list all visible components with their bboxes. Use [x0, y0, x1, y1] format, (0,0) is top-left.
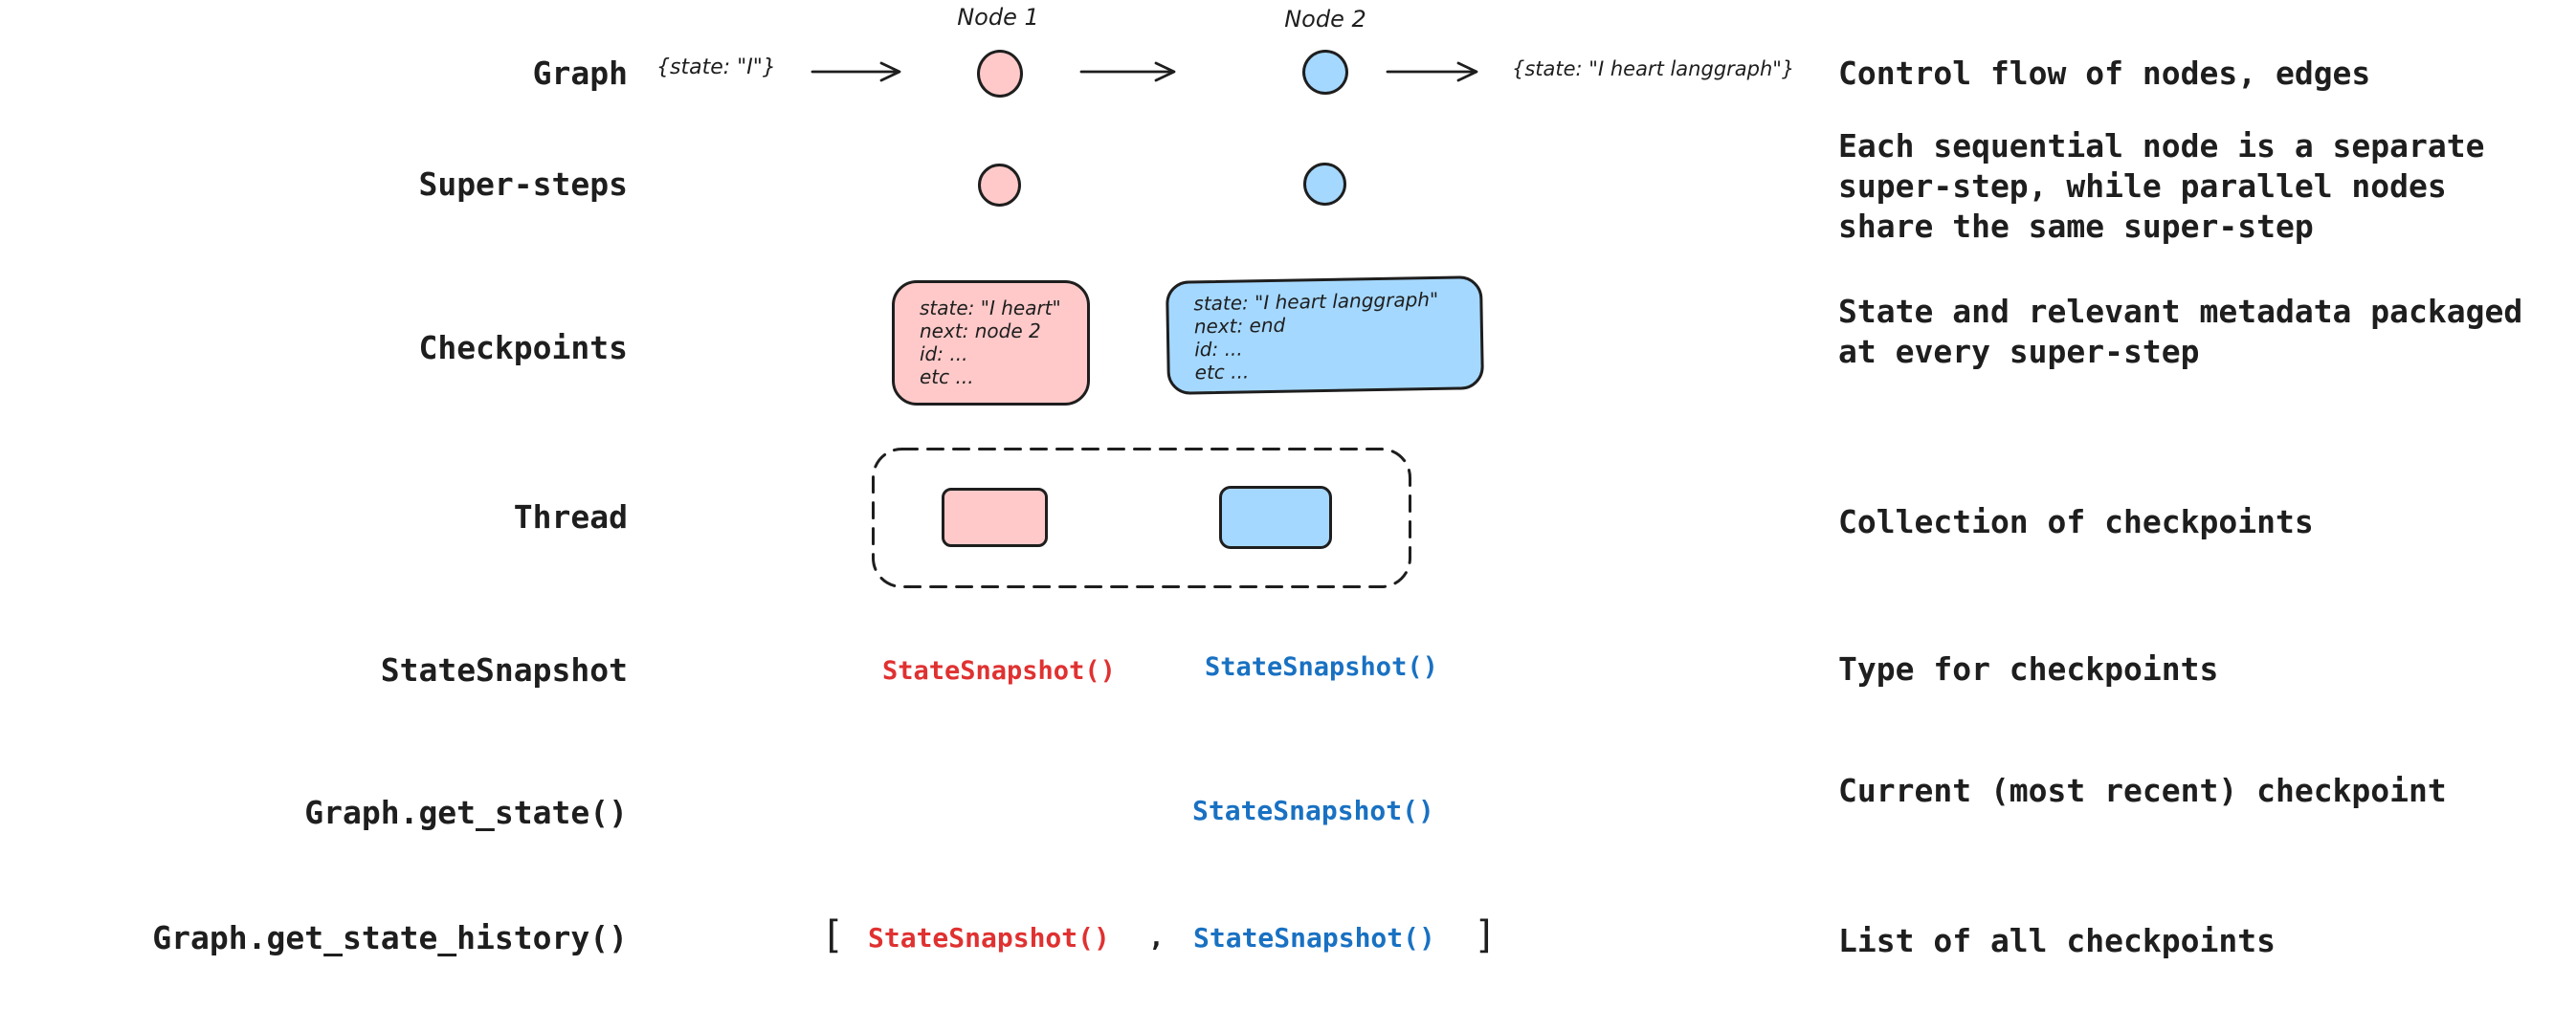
row-desc-get-state: Current (most recent) checkpoint [1838, 772, 2447, 809]
arrow-right-icon-1 [811, 61, 901, 82]
superstep-node-1-circle [978, 164, 1021, 207]
card-line: etc ... [920, 365, 974, 388]
arrow-right-icon-2 [1079, 61, 1176, 82]
statesnapshot-red-code: StateSnapshot() [882, 656, 1116, 686]
row-label-statesnapshot: StateSnapshot [380, 651, 628, 689]
statesnapshot-blue-code: StateSnapshot() [1205, 652, 1438, 682]
row-desc-statesnapshot: Type for checkpoints [1838, 650, 2219, 688]
input-state-text: {state: "I"} [656, 55, 776, 79]
thread-boundary [872, 448, 1411, 588]
history-close-bracket: ] [1474, 913, 1498, 957]
row-desc-get-state-history: List of all checkpoints [1838, 922, 2276, 959]
card-line: state: "I heart" [920, 296, 1061, 319]
row-desc-super-steps: Each sequential node is a separate super… [1838, 127, 2485, 245]
get-state-result-code: StateSnapshot() [1192, 795, 1434, 826]
node-1-title: Node 1 [957, 4, 1039, 31]
node-2-title: Node 2 [1284, 6, 1366, 33]
row-desc-checkpoints: State and relevant metadata packaged at … [1838, 293, 2523, 370]
row-desc-thread: Collection of checkpoints [1838, 503, 2314, 540]
row-label-graph: Graph [532, 55, 628, 92]
row-label-thread: Thread [513, 498, 628, 536]
row-desc-graph: Control flow of nodes, edges [1838, 55, 2371, 92]
history-open-bracket: [ [821, 913, 845, 957]
history-snapshot-blue-code: StateSnapshot() [1193, 922, 1435, 954]
checkpoint-card-node2: state: "I heart langgraph" next: end id:… [1165, 275, 1485, 395]
thread-checkpoint-blue [1219, 486, 1332, 549]
row-label-get-state: Graph.get_state() [304, 794, 628, 831]
checkpoint-card-node1: state: "I heart" next: node 2 id: ... et… [892, 280, 1090, 406]
node-1-circle [977, 50, 1023, 98]
thread-checkpoint-pink [942, 488, 1048, 547]
row-label-get-state-history: Graph.get_state_history() [152, 919, 628, 956]
card-line: id: ... [920, 342, 968, 365]
output-state-text: {state: "I heart langgraph"} [1512, 57, 1795, 80]
node-2-circle [1302, 50, 1348, 95]
card-line: etc ... [1194, 360, 1250, 384]
row-label-super-steps: Super-steps [418, 165, 628, 203]
arrow-right-icon-3 [1386, 61, 1478, 82]
superstep-node-2-circle [1303, 163, 1346, 206]
history-comma: , [1148, 921, 1165, 953]
row-label-checkpoints: Checkpoints [418, 329, 628, 366]
card-line: next: node 2 [920, 319, 1041, 342]
history-snapshot-red-code: StateSnapshot() [868, 922, 1110, 954]
